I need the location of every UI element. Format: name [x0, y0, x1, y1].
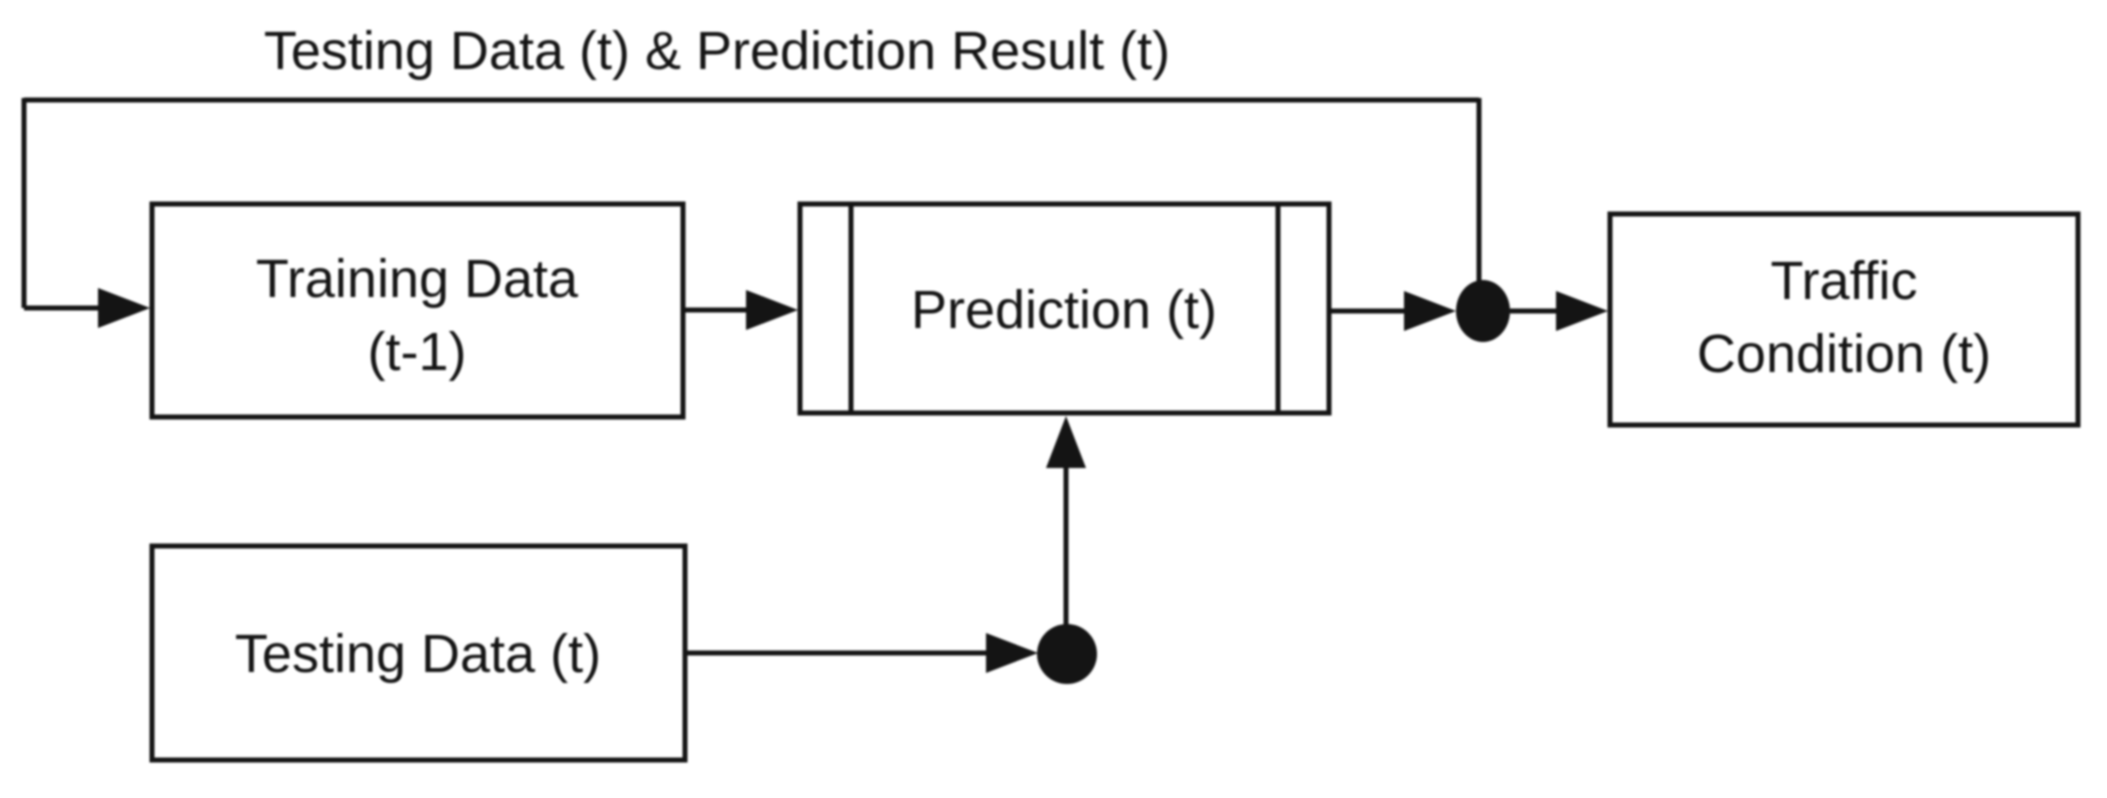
training-data-label-line1: Training Data: [256, 249, 579, 309]
prediction-box: [797, 201, 1332, 416]
arrowhead-into-prediction-box: [746, 290, 798, 330]
testing-data-box: [149, 543, 688, 763]
traffic-condition-label-line2: Condition (t): [1697, 324, 1991, 384]
training-data-label-line2: (t-1): [368, 322, 467, 382]
arrowhead-into-top-junction: [1404, 291, 1456, 331]
training-data-box: [149, 201, 686, 420]
traffic-condition-label-line1: Traffic: [1770, 251, 1917, 311]
testing-data-label: Testing Data (t): [235, 624, 601, 684]
arrowhead-into-training-box: [98, 288, 150, 328]
arrowhead-into-bottom-junction: [986, 633, 1038, 673]
junction-dot-bottom: [1037, 624, 1097, 684]
junction-dot-top: [1456, 280, 1510, 342]
arrowhead-up-into-prediction-box: [1046, 416, 1086, 468]
arrowhead-into-traffic-box: [1556, 291, 1608, 331]
traffic-condition-box: [1607, 211, 2081, 428]
prediction-label: Prediction (t): [911, 280, 1217, 340]
feedback-loop-label: Testing Data (t) & Prediction Result (t): [264, 21, 1170, 81]
